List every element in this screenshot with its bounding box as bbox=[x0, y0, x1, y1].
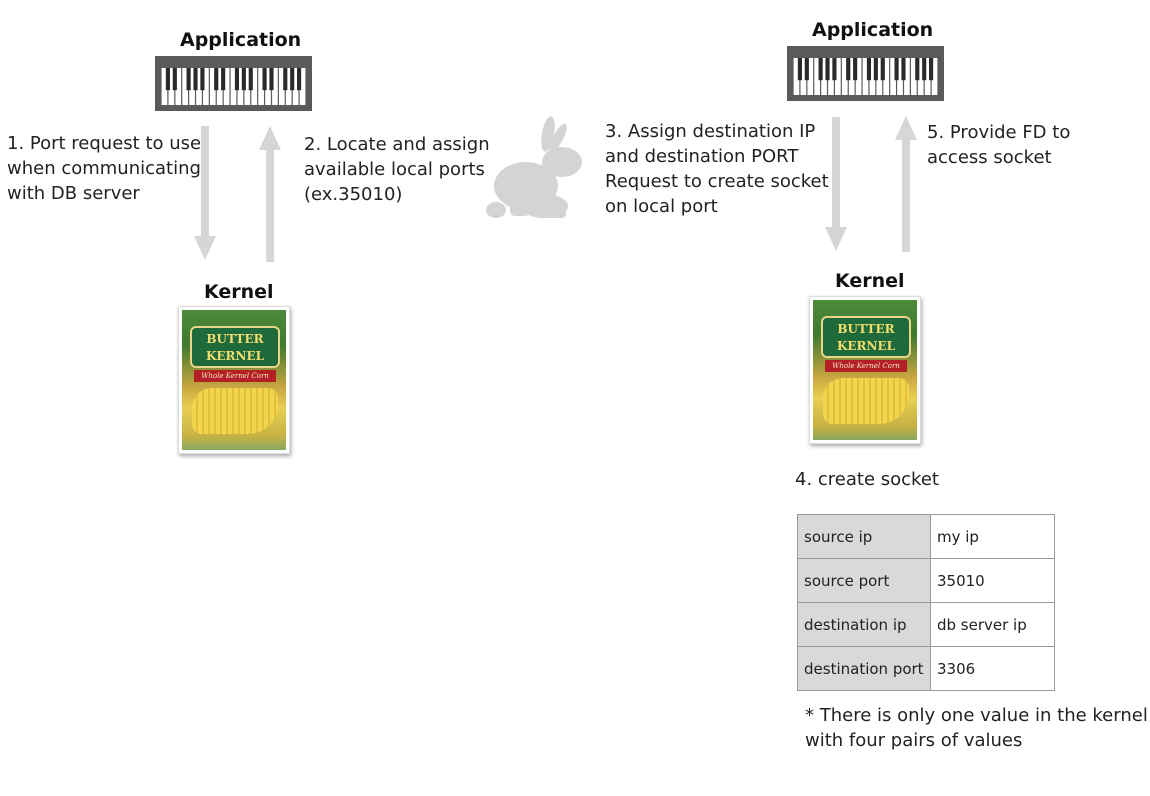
socket-key: source ip bbox=[797, 514, 931, 559]
socket-value: db server ip bbox=[930, 602, 1055, 647]
table-row: destination ip db server ip bbox=[797, 602, 1055, 647]
socket-key: destination ip bbox=[797, 602, 931, 647]
rabbit-icon bbox=[486, 116, 584, 226]
socket-key: source port bbox=[797, 558, 931, 603]
step1-text: 1. Port request to use when communicatin… bbox=[7, 133, 202, 204]
left-application-label: Application bbox=[180, 29, 302, 51]
socket-value: my ip bbox=[930, 514, 1055, 559]
left-keyboard-icon bbox=[155, 56, 312, 111]
step2-text: 2. Locate and assign available local por… bbox=[304, 134, 490, 205]
socket-table: source ip my ip source port 35010 destin… bbox=[797, 514, 1055, 691]
right-arrow-up bbox=[893, 114, 919, 256]
socket-value: 3306 bbox=[930, 646, 1055, 691]
left-kernel-label: Kernel bbox=[204, 281, 274, 303]
socket-value: 35010 bbox=[930, 558, 1055, 603]
footnote-text: * There is only one value in the kernel … bbox=[805, 705, 1148, 751]
table-row: destination port 3306 bbox=[797, 646, 1055, 691]
left-arrow-up bbox=[257, 124, 283, 266]
socket-key: destination port bbox=[797, 646, 931, 691]
step5-text: 5. Provide FD to access socket bbox=[927, 122, 1071, 168]
right-keyboard-icon bbox=[787, 46, 944, 101]
left-arrow-down bbox=[192, 126, 218, 266]
right-application-label: Application bbox=[812, 19, 934, 41]
step4-text: 4. create socket bbox=[795, 469, 939, 490]
table-row: source port 35010 bbox=[797, 558, 1055, 603]
step3-text: 3. Assign destination IP and destination… bbox=[605, 121, 829, 217]
right-arrow-down bbox=[823, 117, 849, 257]
table-row: source ip my ip bbox=[797, 514, 1055, 559]
right-kernel-label: Kernel bbox=[835, 270, 905, 292]
